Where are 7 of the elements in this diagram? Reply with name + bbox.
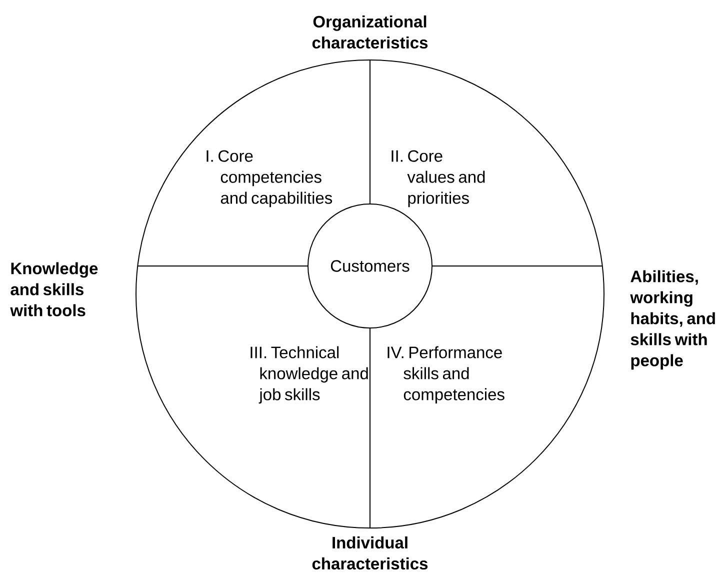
quadrant-label: III. Technical knowledge and job skills xyxy=(250,346,368,404)
heading-label: Abilities, working habits, and skills with people xyxy=(630,270,715,370)
heading-label: Organizational characteristics xyxy=(312,15,428,49)
quadrant-label: IV. Performance skills and competencies xyxy=(388,346,504,404)
heading-label: Individual characteristics xyxy=(312,536,428,570)
heading-label: Knowledge and skills with tools xyxy=(10,262,98,316)
outer-circle xyxy=(136,60,604,528)
